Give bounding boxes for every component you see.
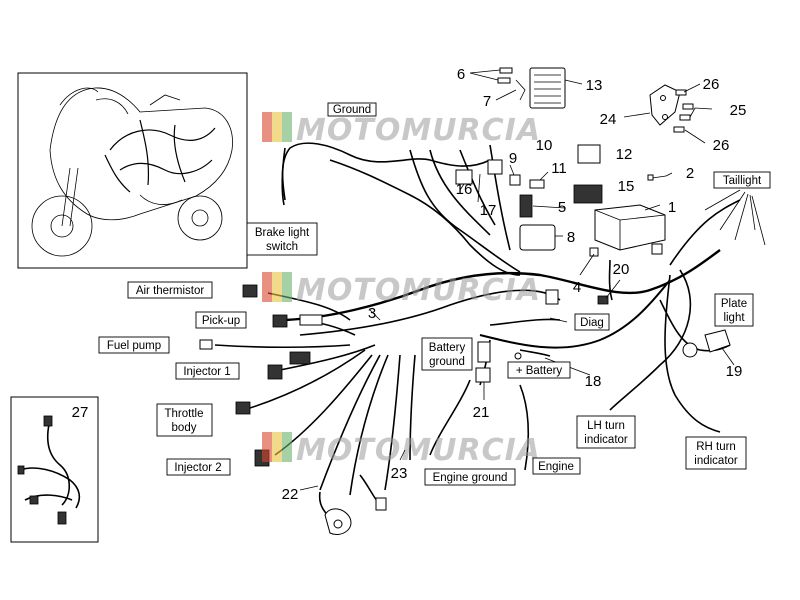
lh-turn-line2: indicator: [584, 434, 628, 446]
ref-23: 23: [391, 465, 408, 482]
battery-ground-line1: Battery: [429, 342, 466, 354]
engine-ground-text: Engine ground: [433, 472, 508, 484]
ref-26-top: 26: [703, 76, 720, 93]
motorcycle-overview-inset: [17, 72, 248, 269]
label-plus-battery: + Battery: [507, 361, 571, 379]
label-injector-1: Injector 1: [175, 362, 240, 380]
taillight-text: Taillight: [723, 175, 762, 187]
watermark-text: MOTOMURCIA: [296, 433, 541, 468]
ref-7: 7: [483, 93, 491, 110]
label-throttle-body: Throttle body: [156, 403, 213, 437]
brake-light-line2: switch: [266, 241, 298, 253]
ref-10: 10: [536, 137, 553, 154]
rh-turn-line2: indicator: [694, 455, 738, 467]
label-injector-2: Injector 2: [166, 458, 231, 476]
label-brake-light-switch: Brake light switch: [246, 222, 318, 256]
pick-up-text: Pick-up: [202, 315, 240, 327]
plate-light-line1: Plate: [721, 298, 747, 310]
watermark-1: MOTOMURCIA: [262, 112, 541, 148]
ref-22: 22: [282, 486, 299, 503]
label-plate-light: Plate light: [714, 293, 754, 327]
ref-8: 8: [567, 229, 575, 246]
ref-13: 13: [586, 77, 603, 94]
watermark-2: MOTOMURCIA: [262, 272, 541, 308]
label-engine: Engine: [532, 457, 581, 475]
label-ground-top: Ground: [327, 102, 377, 117]
injector-1-text: Injector 1: [183, 366, 230, 378]
ref-16: 16: [456, 181, 473, 198]
item-27-inset: [10, 396, 99, 543]
ref-4: 4: [573, 279, 581, 296]
rh-turn-line1: RH turn: [696, 441, 736, 453]
ref-6: 6: [457, 66, 465, 83]
ref-15: 15: [618, 178, 635, 195]
ref-24: 24: [600, 111, 617, 128]
label-engine-ground: Engine ground: [424, 468, 516, 486]
watermark-text: MOTOMURCIA: [296, 113, 541, 148]
fuel-pump-text: Fuel pump: [107, 340, 161, 352]
label-taillight: Taillight: [713, 171, 771, 189]
air-thermistor-text: Air thermistor: [136, 285, 205, 297]
ground-top-text: Ground: [333, 104, 371, 116]
ref-3: 3: [368, 305, 376, 322]
ref-21: 21: [473, 404, 490, 421]
components: [199, 67, 731, 535]
watermarks: MOTOMURCIA MOTOMURCIA MOTOMURCIA: [262, 112, 541, 468]
ref-5: 5: [558, 199, 566, 216]
battery-ground-line2: ground: [429, 356, 465, 368]
engine-text: Engine: [538, 461, 574, 473]
watermark-text: MOTOMURCIA: [296, 273, 541, 308]
injector-2-text: Injector 2: [174, 462, 221, 474]
ref-9: 9: [509, 150, 517, 167]
diag-text: Diag: [580, 317, 604, 329]
label-diag: Diag: [574, 313, 610, 331]
throttle-line2: body: [172, 422, 197, 434]
label-lh-turn-indicator: LH turn indicator: [576, 415, 636, 449]
ref-25: 25: [730, 102, 747, 119]
ref-1: 1: [668, 199, 676, 216]
label-air-thermistor: Air thermistor: [127, 281, 213, 299]
ref-27: 27: [72, 404, 89, 421]
watermark-3: MOTOMURCIA: [262, 432, 541, 468]
label-boxes: Ground Brake light switch Air thermistor…: [98, 102, 771, 486]
ref-18: 18: [585, 373, 602, 390]
ref-26-bottom: 26: [713, 137, 730, 154]
ref-2: 2: [686, 165, 694, 182]
ref-11: 11: [551, 160, 567, 177]
ref-17: 17: [480, 202, 497, 219]
lh-turn-line1: LH turn: [587, 420, 625, 432]
ref-19: 19: [726, 363, 743, 380]
label-pick-up: Pick-up: [195, 311, 247, 329]
plus-battery-text: + Battery: [516, 365, 563, 377]
brake-light-line1: Brake light: [255, 227, 310, 239]
label-rh-turn-indicator: RH turn indicator: [685, 436, 747, 470]
throttle-line1: Throttle: [165, 408, 204, 420]
plate-light-line2: light: [723, 312, 745, 324]
reference-numbers: 6 7 13 10 9 11 12 15 2 1 16 17 5 8 4 20 …: [72, 66, 747, 503]
ref-12: 12: [616, 146, 633, 163]
ref-20: 20: [613, 261, 630, 278]
label-battery-ground: Battery ground: [421, 337, 473, 371]
main-harness: [214, 142, 766, 521]
label-fuel-pump: Fuel pump: [98, 336, 170, 354]
